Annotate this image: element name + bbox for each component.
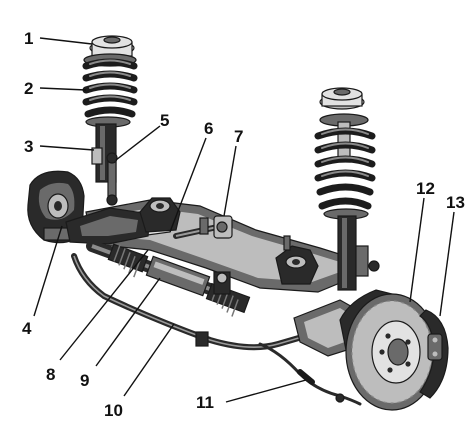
leader-9 [95,277,161,367]
rack-bellows-left [107,243,149,278]
callout-1: 1 [24,29,33,48]
callout-10: 10 [104,401,123,420]
callout-5: 5 [160,111,169,130]
right-brake-caliper [419,309,449,399]
leader-5 [115,125,161,161]
left-engine-mount [139,197,181,233]
callout-7: 7 [234,127,243,146]
callout-labels: 1 2 3 4 5 6 7 8 9 10 11 12 13 [22,29,465,420]
callout-11: 11 [196,393,214,412]
leader-11 [225,379,307,403]
callout-8: 8 [46,365,55,384]
right-engine-mount [275,235,319,285]
callout-4: 4 [22,319,32,338]
right-brake-disc [339,289,439,411]
callout-3: 3 [24,137,33,156]
callout-9: 9 [80,371,89,390]
left-strut-assembly [82,35,138,183]
leader-3 [39,145,95,151]
leader-7 [223,145,237,217]
brake-line [258,342,362,406]
callout-2: 2 [24,79,33,98]
leader-13 [439,211,455,317]
leader-2 [39,87,87,91]
leader-6 [169,137,207,233]
leader-10 [123,323,175,397]
steering-rack [86,240,251,317]
tension-rod [173,215,233,239]
leader-12 [409,197,425,303]
left-drop-link [106,152,118,206]
right-strut-assembly [314,87,380,291]
leader-1 [39,37,93,45]
callout-13: 13 [446,193,465,212]
stabilizer-bar [71,253,343,351]
leader-4 [33,225,63,317]
callout-6: 6 [204,119,213,138]
callout-12: 12 [416,179,435,198]
leader-8 [59,249,149,361]
leader-lines [33,37,455,403]
